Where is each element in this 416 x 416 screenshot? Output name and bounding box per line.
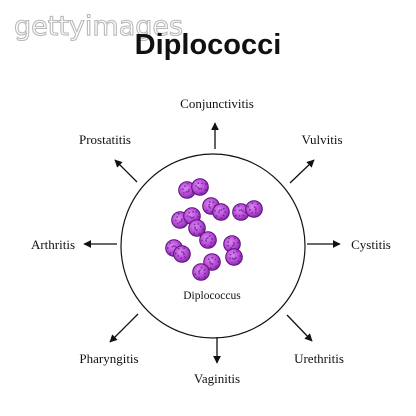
arrow-icon-bottom-right [286, 314, 313, 342]
label-arthritis: Arthritis [31, 237, 75, 252]
arrow-icon-bottom-left [109, 313, 139, 343]
label-vaginitis: Vaginitis [194, 371, 240, 386]
coccus-icon [188, 219, 206, 237]
arrow-icon-top-right [289, 159, 315, 184]
label-cystitis: Cystitis [351, 237, 391, 252]
watermark-text: gettyimages [14, 11, 183, 42]
coccus-icon [199, 231, 217, 249]
center-label: Diplococcus [183, 290, 241, 302]
coccus-icon [232, 203, 250, 221]
label-urethritis: Urethritis [294, 351, 344, 366]
coccus-icon [203, 253, 221, 271]
coccus-icon [225, 248, 243, 266]
coccus-icon [173, 245, 191, 263]
label-conjunctivitis: Conjunctivitis [180, 96, 254, 111]
label-pharyngitis: Pharyngitis [79, 351, 138, 366]
label-vulvitis: Vulvitis [301, 132, 342, 147]
coccus-icon [212, 203, 230, 221]
coccus-icon [191, 178, 209, 196]
coccus-icon [178, 181, 196, 199]
label-prostatitis: Prostatitis [79, 132, 131, 147]
coccus-icon [192, 263, 210, 281]
coccus-icon [245, 200, 263, 218]
arrow-icon-top-left [114, 159, 138, 183]
diagram-title: Diplococci [135, 29, 282, 61]
coccus-cluster [165, 178, 263, 281]
